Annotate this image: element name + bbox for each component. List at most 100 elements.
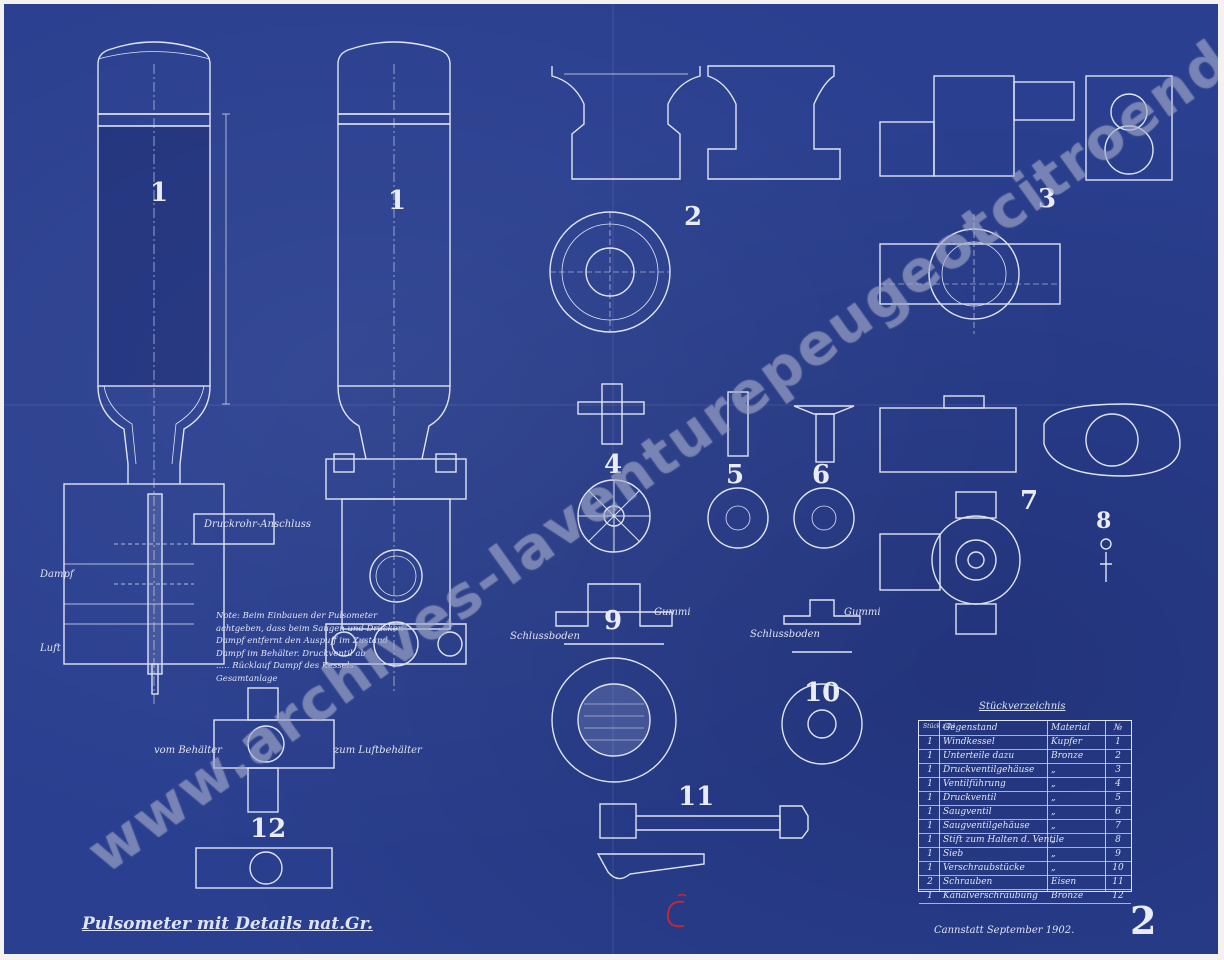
- fig4-drawing: [577, 383, 651, 553]
- cell-material: „: [1051, 821, 1056, 831]
- cell-item: Windkessel: [943, 737, 995, 747]
- fig12-drawing: [195, 687, 335, 889]
- sheet-number: 2: [1130, 898, 1157, 943]
- fig1-section-drawing: [63, 41, 275, 704]
- label-luft: Luft: [40, 643, 61, 654]
- fig7-drawing: [879, 395, 1181, 635]
- figure-number-8: 8: [1096, 508, 1112, 534]
- note-line: Note: Beim Einbauen der Pulsometer: [216, 611, 378, 621]
- cell-material: „: [1051, 835, 1056, 845]
- blueprint-sheet: 1 1 2 3 4 5 6 7 8 9 10 11 12 2 Dampf Luf…: [4, 4, 1218, 954]
- cell-no: 8: [1115, 835, 1121, 845]
- cell-qty: 2: [927, 877, 933, 887]
- cell-no: 4: [1115, 779, 1121, 789]
- cell-item: Stift zum Halten d. Ventile: [943, 835, 1065, 845]
- note-line: ..... Rücklauf Dampf des Kessels: [216, 661, 354, 671]
- label-schlussboden-b: Schlussboden: [750, 629, 820, 640]
- cell-item: Druckventilgehäuse: [943, 765, 1035, 775]
- cell-no: 12: [1112, 891, 1124, 901]
- table-row: 1 Kanalverschraubung Bronze 12: [919, 889, 1131, 904]
- cell-item: Sieb: [943, 849, 964, 859]
- note-line: Gesamtanlage: [216, 673, 278, 684]
- fig1-exterior-drawing: [325, 41, 467, 694]
- figure-number-11: 11: [678, 782, 715, 812]
- figure-number-7: 7: [1020, 486, 1039, 516]
- figure-number-2: 2: [684, 202, 703, 232]
- red-pencil-mark: [666, 893, 687, 928]
- header-material: Material: [1051, 723, 1090, 733]
- parts-table: Stückverzeichnis Stück zahl Gegenstand M…: [918, 701, 1132, 904]
- fig5-fig6-drawing: [707, 391, 855, 549]
- signature: Cannstatt September 1902.: [934, 925, 1075, 936]
- fig2-drawing: [549, 65, 841, 333]
- cell-item: Druckventil: [943, 793, 997, 803]
- fig8-drawing: [1100, 538, 1112, 582]
- label-dampf: Dampf: [40, 569, 74, 580]
- cell-item: Ventilführung: [943, 779, 1006, 789]
- cell-item: Unterteile dazu: [943, 751, 1015, 761]
- figure-number-1a: 1: [150, 178, 169, 208]
- cell-qty: 1: [927, 737, 933, 747]
- header-no: №: [1113, 723, 1123, 733]
- cell-qty: 1: [927, 821, 933, 831]
- cell-material: Kupfer: [1051, 737, 1083, 747]
- fig9-drawing: [551, 583, 677, 783]
- figure-number-9: 9: [604, 606, 623, 636]
- cell-qty: 1: [927, 891, 933, 901]
- cell-qty: 1: [927, 779, 933, 789]
- cell-material: „: [1051, 863, 1056, 873]
- fig10-drawing: [781, 599, 863, 765]
- cell-qty: 1: [927, 849, 933, 859]
- note-line: Dampf im Behälter. Druckventil ab: [216, 648, 366, 659]
- cell-no: 2: [1115, 751, 1121, 761]
- cell-item: Verschraubstücke: [943, 863, 1025, 873]
- label-zum-luftbehaelter: zum Luftbehälter: [334, 745, 422, 756]
- figure-number-12: 12: [250, 814, 287, 844]
- cell-no: 3: [1115, 765, 1121, 775]
- cell-no: 10: [1112, 863, 1124, 873]
- table-row: 1 Verschraubstücke „ 10: [919, 861, 1131, 876]
- table-row: 1 Unterteile dazu Bronze 2: [919, 749, 1131, 764]
- note-block: Note: Beim Einbauen der Pulsometer achtg…: [216, 612, 403, 687]
- table-row: 1 Stift zum Halten d. Ventile„ 8: [919, 833, 1131, 848]
- cell-material: Bronze: [1051, 751, 1084, 761]
- label-gummi-a: Gummi: [654, 607, 691, 618]
- cell-material: „: [1051, 849, 1056, 859]
- label-gummi-b: Gummi: [844, 607, 881, 618]
- cell-material: „: [1051, 793, 1056, 803]
- cell-material: „: [1051, 807, 1056, 817]
- figure-number-3: 3: [1038, 184, 1057, 214]
- cell-no: 6: [1115, 807, 1121, 817]
- header-qty: Stück zahl: [923, 723, 955, 730]
- cell-no: 11: [1112, 877, 1124, 887]
- figure-number-1b: 1: [388, 186, 407, 216]
- cell-item: Saugventil: [943, 807, 992, 817]
- note-line: Dampf entfernt den Auspuff im Zustand: [216, 636, 388, 646]
- fold-line-horizontal: [4, 404, 1218, 406]
- cell-item: Schrauben: [943, 877, 993, 887]
- cell-material: „: [1051, 765, 1056, 775]
- figure-number-10: 10: [804, 678, 841, 708]
- cell-no: 7: [1115, 821, 1121, 831]
- cell-material: „: [1051, 779, 1056, 789]
- cell-qty: 1: [927, 863, 933, 873]
- cell-qty: 1: [927, 793, 933, 803]
- figure-number-6: 6: [812, 460, 831, 490]
- note-line: achtgeben, dass beim Saugen und Drücken: [216, 623, 404, 634]
- cell-no: 1: [1115, 737, 1121, 747]
- label-schlussboden-a: Schlussboden: [510, 631, 580, 642]
- cell-material: Bronze: [1051, 891, 1084, 901]
- label-druckrohr: Druckrohr-Anschluss: [204, 519, 312, 530]
- cell-item: Kanalverschraubung: [943, 891, 1038, 901]
- figure-number-4: 4: [604, 450, 623, 480]
- fold-line-vertical: [612, 4, 614, 954]
- cell-qty: 1: [927, 751, 933, 761]
- cell-qty: 1: [927, 835, 933, 845]
- parts-table-caption: Stückverzeichnis: [979, 701, 1066, 712]
- table-row: 1 Druckventil „ 5: [919, 791, 1131, 806]
- cell-no: 5: [1115, 793, 1121, 803]
